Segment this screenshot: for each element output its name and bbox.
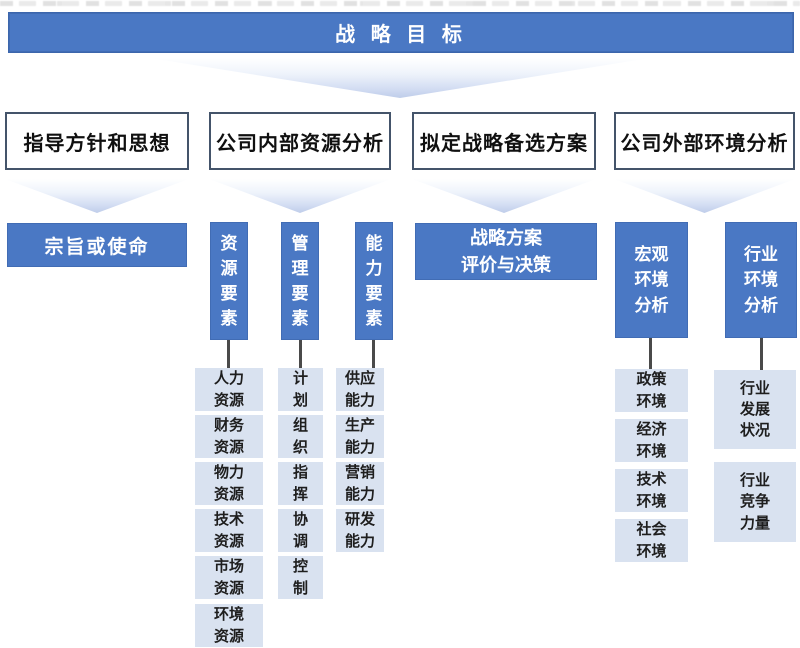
strategic-goal-banner: 战 略 目 标 <box>8 12 794 53</box>
phase-box-guidelines: 指导方针和思想 <box>5 112 189 170</box>
item-box-technology-environment: 技术 环境 <box>615 469 688 512</box>
connector-line-resource <box>227 340 230 369</box>
connector-line-industry <box>760 338 763 371</box>
cropped-text-strip <box>0 1 800 6</box>
item-box-planning: 计 划 <box>278 368 323 411</box>
phase-box-internal-analysis: 公司内部资源分析 <box>209 112 391 170</box>
down-arrow-alternatives <box>412 179 596 213</box>
item-box-policy-environment: 政策 环境 <box>615 369 688 412</box>
factor-box-resource: 资 源 要 素 <box>210 222 248 340</box>
env-box-macro: 宏观 环境 分析 <box>615 222 688 338</box>
item-box-rd-capability: 研发 能力 <box>336 509 384 552</box>
item-box-market-resource: 市场 资源 <box>195 556 263 599</box>
item-box-production-capability: 生产 能力 <box>336 415 384 458</box>
item-box-environment-resource: 环境 资源 <box>195 604 263 647</box>
down-arrow-guidelines <box>5 179 189 213</box>
item-box-industry-competition: 行业 竞争 力量 <box>714 462 796 542</box>
item-box-marketing-capability: 营销 能力 <box>336 462 384 505</box>
item-box-material-resource: 物力 资源 <box>195 462 263 505</box>
down-arrow-internal <box>209 179 391 213</box>
item-box-human-resource: 人力 资源 <box>195 368 263 411</box>
down-arrow-main <box>150 58 650 98</box>
item-box-commanding: 指 挥 <box>278 462 323 505</box>
item-box-supply-capability: 供应 能力 <box>336 368 384 411</box>
phase-box-alternatives: 拟定战略备选方案 <box>412 112 596 170</box>
factor-box-capability: 能 力 要 素 <box>355 222 393 340</box>
item-box-technical-resource: 技术 资源 <box>195 509 263 552</box>
env-box-industry: 行业 环境 分析 <box>725 222 797 338</box>
item-box-economic-environment: 经济 环境 <box>615 419 688 462</box>
down-arrow-external <box>614 179 795 213</box>
item-box-financial-resource: 财务 资源 <box>195 415 263 458</box>
phase-box-external-analysis: 公司外部环境分析 <box>614 112 795 170</box>
item-box-social-environment: 社会 环境 <box>615 519 688 562</box>
connector-line-capability <box>372 340 375 369</box>
item-box-industry-development: 行业 发展 状况 <box>714 370 796 449</box>
factor-box-management: 管 理 要 素 <box>281 222 319 340</box>
item-box-controlling: 控 制 <box>278 556 323 599</box>
item-box-organizing: 组 织 <box>278 415 323 458</box>
connector-line-macro <box>649 338 652 370</box>
mission-box: 宗旨或使命 <box>7 223 187 267</box>
item-box-coordinating: 协 调 <box>278 509 323 552</box>
connector-line-management <box>299 340 302 369</box>
evaluation-box: 战略方案 评价与决策 <box>415 223 597 280</box>
